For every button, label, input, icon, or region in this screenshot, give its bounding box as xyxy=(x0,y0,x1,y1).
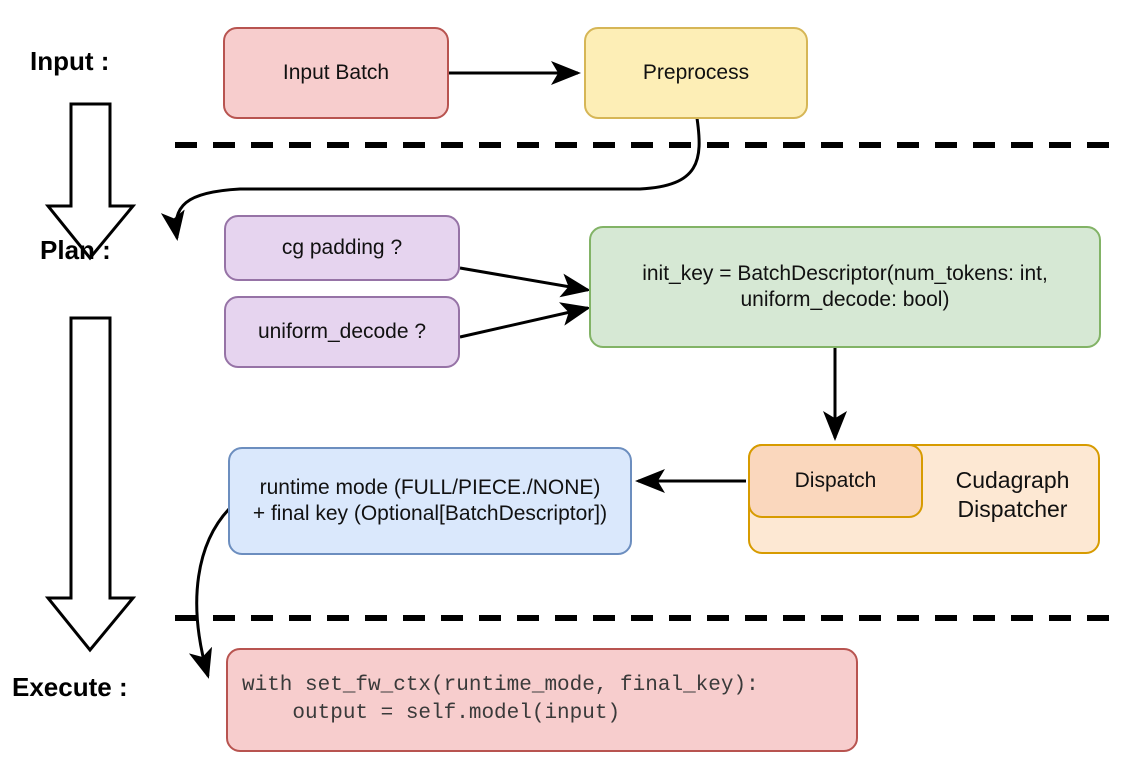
arrow-uniform-decode-to-init-key xyxy=(459,302,591,339)
node-execute-code[interactable]: with set_fw_ctx(runtime_mode, final_key)… xyxy=(226,648,858,752)
node-cg-padding[interactable]: cg padding ? xyxy=(224,215,460,281)
node-init-key-label: init_key = BatchDescriptor(num_tokens: i… xyxy=(642,261,1048,311)
node-execute-code-label: with set_fw_ctx(runtime_mode, final_key)… xyxy=(242,673,759,725)
node-runtime-mode-label: runtime mode (FULL/PIECE./NONE) + final … xyxy=(252,475,608,525)
node-preprocess-label: Preprocess xyxy=(642,60,750,84)
node-init-key[interactable]: init_key = BatchDescriptor(num_tokens: i… xyxy=(589,226,1101,348)
stage-label-input: Input : xyxy=(30,46,110,76)
node-uniform-decode[interactable]: uniform_decode ? xyxy=(224,296,460,368)
plan-to-execute-big-arrow xyxy=(44,316,137,653)
stage-label-plan: Plan : xyxy=(40,235,111,265)
node-dispatch[interactable]: Dispatch xyxy=(748,444,923,518)
node-dispatch-label: Dispatch xyxy=(794,468,877,492)
node-runtime-mode[interactable]: runtime mode (FULL/PIECE./NONE) + final … xyxy=(228,447,632,555)
node-preprocess[interactable]: Preprocess xyxy=(584,27,808,119)
node-uniform-decode-label: uniform_decode ? xyxy=(257,319,427,343)
node-cudagraph-dispatcher-label: Cudagraph Dispatcher xyxy=(955,467,1070,522)
node-input-batch[interactable]: Input Batch xyxy=(223,27,449,119)
arrow-runtime-mode-to-execute-code xyxy=(188,507,231,679)
arrow-cg-padding-to-init-key xyxy=(459,266,591,298)
stage-label-execute: Execute : xyxy=(12,672,128,702)
node-cg-padding-label: cg padding ? xyxy=(281,235,403,259)
node-input-batch-label: Input Batch xyxy=(282,60,390,84)
